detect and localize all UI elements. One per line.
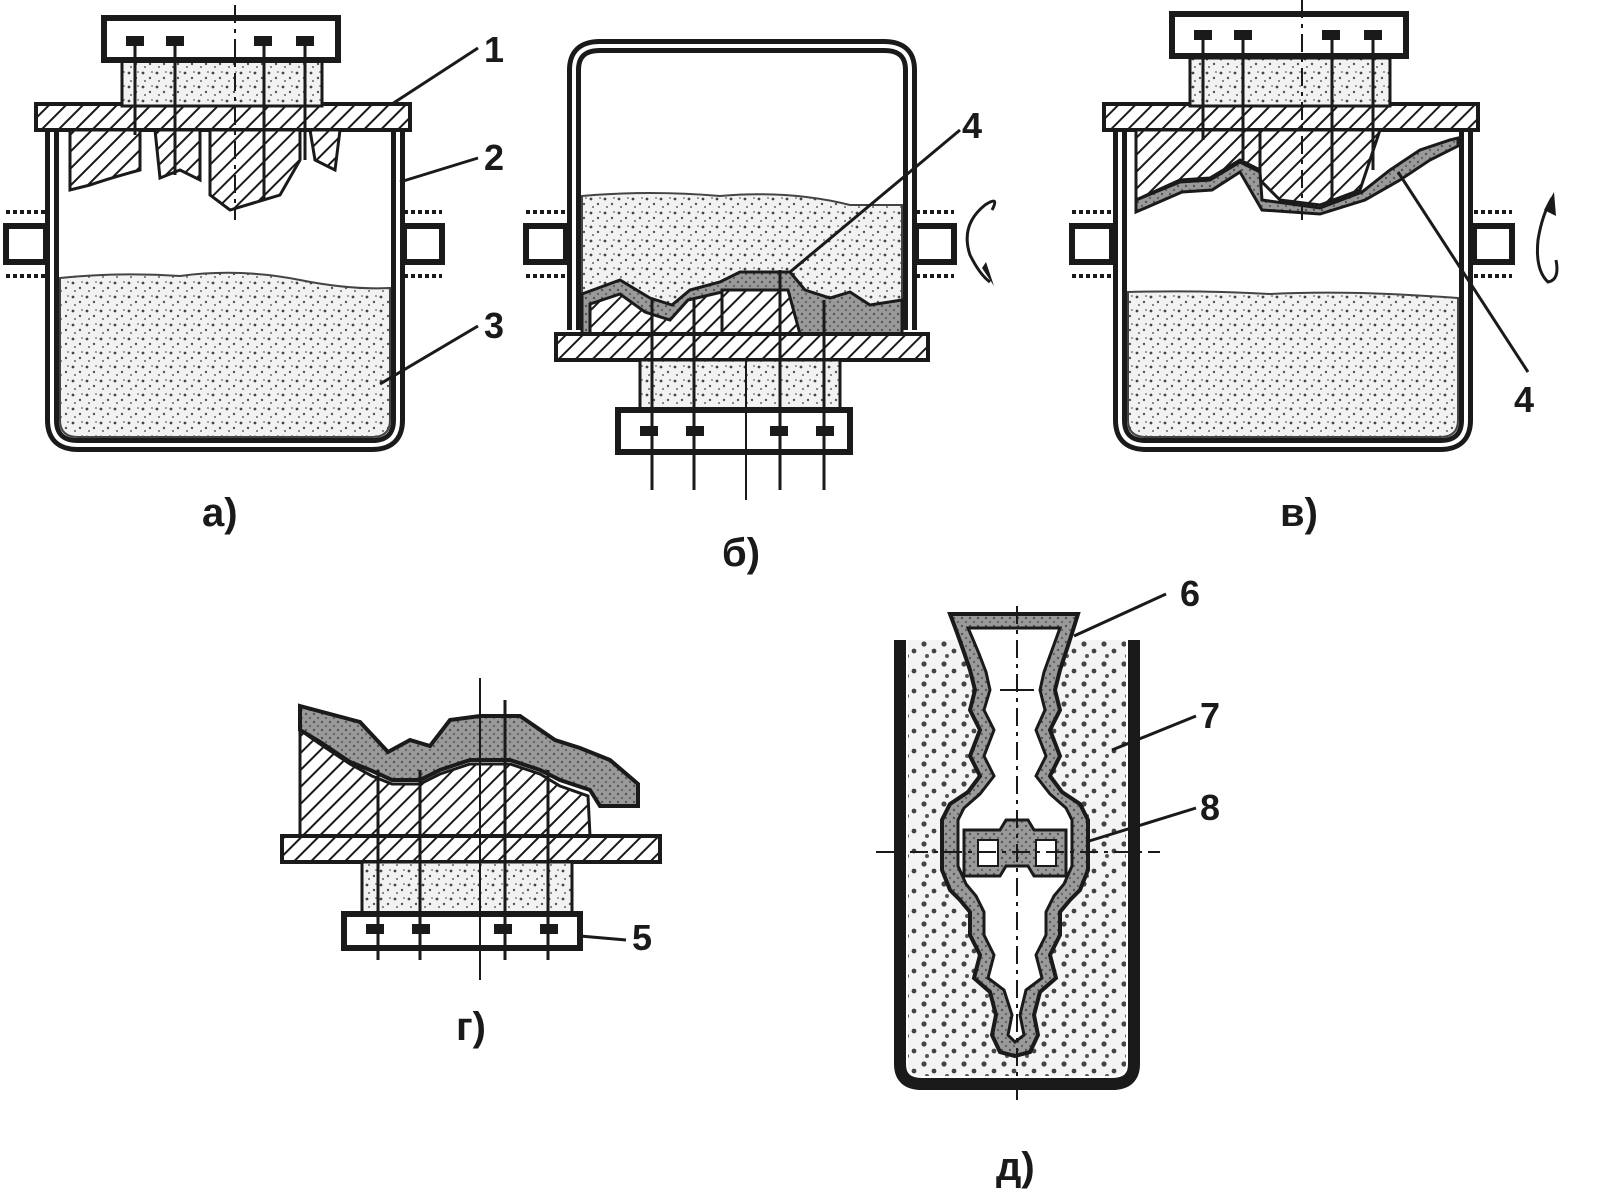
rotation-arrow-b <box>965 199 997 284</box>
sand-fill-b <box>581 192 903 321</box>
pattern-plate-a <box>34 102 412 132</box>
caption-b: б) <box>722 531 760 575</box>
figure-b: 4 б) <box>523 39 997 575</box>
callout-2: 2 <box>484 137 504 178</box>
model-a <box>68 128 142 192</box>
pattern-plate-v <box>1102 102 1480 132</box>
figure-g: 5 г) <box>280 678 662 1049</box>
pattern-plate-g <box>280 834 662 864</box>
figure-a: 1 2 3 а) <box>3 5 504 535</box>
callout-3: 3 <box>484 305 504 346</box>
callout-5: 5 <box>632 917 652 958</box>
callout-7: 7 <box>1200 695 1220 736</box>
pattern-plate-b <box>554 332 930 362</box>
caption-d: д) <box>996 1145 1035 1189</box>
caption-v: в) <box>1280 491 1318 535</box>
callout-4-v: 4 <box>1514 379 1534 420</box>
rotation-arrow-v <box>1536 197 1559 284</box>
caption-a: а) <box>202 491 238 535</box>
caption-g: г) <box>456 1005 486 1049</box>
callout-8: 8 <box>1200 787 1220 828</box>
sand-fill-v <box>1127 290 1459 438</box>
sand-fill-a <box>59 271 391 438</box>
figure-v: 4 в) <box>1069 0 1559 535</box>
callout-6: 6 <box>1180 573 1200 614</box>
callout-1: 1 <box>484 29 504 70</box>
figure-d: 6 7 8 д) <box>876 573 1220 1189</box>
callout-4-b: 4 <box>962 105 982 146</box>
